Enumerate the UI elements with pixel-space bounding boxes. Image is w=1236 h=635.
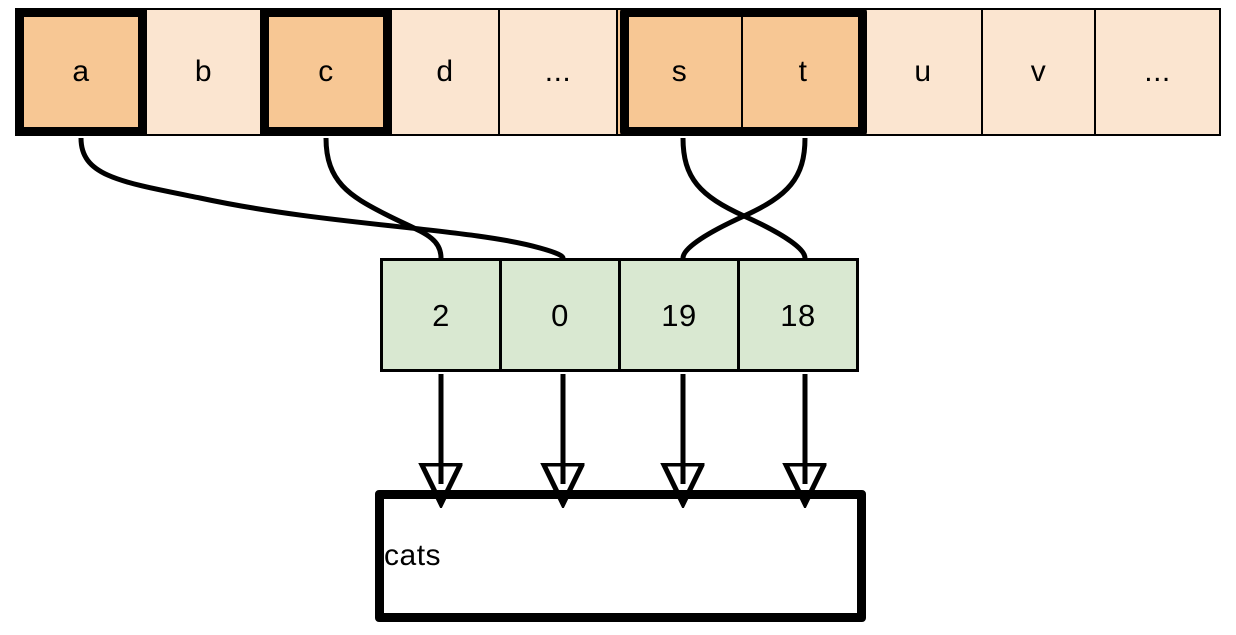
- alphabet-cell-a[interactable]: a: [15, 8, 147, 136]
- connector-a-to-0: [78, 137, 566, 259]
- index-cell-3[interactable]: 18: [737, 258, 859, 372]
- alphabet-cell-b[interactable]: b: [145, 8, 262, 136]
- connector-s-to-18: [680, 137, 808, 259]
- result-row-frame: [375, 490, 866, 622]
- index-cell-1[interactable]: 0: [499, 258, 621, 372]
- alphabet-cell-c[interactable]: c: [260, 8, 392, 136]
- connector-c-to-2: [323, 137, 444, 259]
- alphabet-cell-d[interactable]: d: [390, 8, 500, 136]
- alphabet-cell-u[interactable]: u: [863, 8, 983, 136]
- result-cell-1[interactable]: a: [399, 539, 417, 572]
- alphabet-cell-ellipsis-4[interactable]: ...: [498, 8, 618, 136]
- result-cell-3[interactable]: s: [425, 539, 442, 572]
- result-cell-0[interactable]: c: [384, 539, 400, 572]
- index-cell-2[interactable]: 19: [618, 258, 740, 372]
- alphabet-cell-t[interactable]: t: [741, 8, 865, 136]
- alphabet-cell-v[interactable]: v: [981, 8, 1096, 136]
- alphabet-cell-s[interactable]: s: [616, 8, 743, 136]
- alphabet-cell-ellipsis-9[interactable]: ...: [1094, 8, 1221, 136]
- index-cell-0[interactable]: 2: [380, 258, 502, 372]
- connector-t-to-19: [680, 137, 808, 259]
- result-cell-2[interactable]: t: [416, 539, 426, 572]
